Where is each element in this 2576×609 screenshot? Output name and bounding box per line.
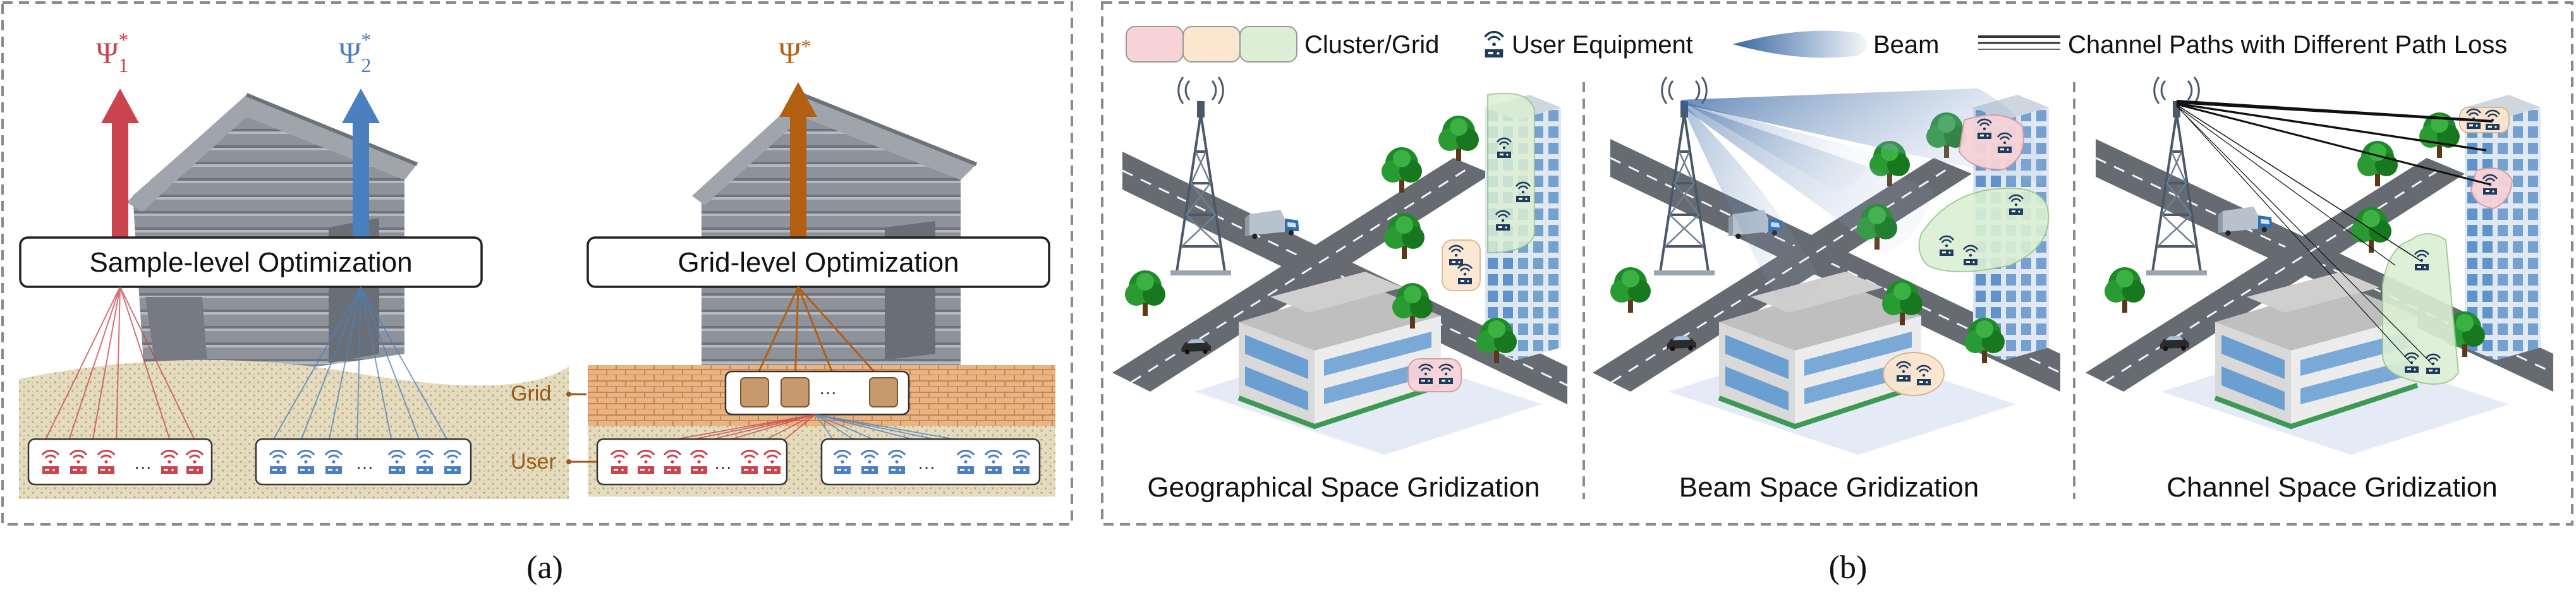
cluster-pink (1407, 358, 1462, 392)
user-group-red-left (27, 438, 213, 486)
arrow-psi2 (342, 88, 380, 246)
links-red-left (44, 286, 197, 443)
user-label-dot (566, 459, 571, 464)
user-label: User (511, 450, 556, 474)
legend-ue-label: User Equipment (1512, 31, 1693, 59)
legend-ue-icon (1484, 30, 1504, 59)
legend-cluster-peach (1182, 26, 1241, 63)
house-right (692, 93, 978, 366)
legend: Cluster/Grid User Equipment Beam Channel… (1126, 26, 2507, 63)
legend-cluster-green (1239, 26, 1297, 63)
psi-star-label: Ψ* (779, 35, 811, 70)
grid-level-box (586, 236, 1050, 288)
beam-3 (1681, 102, 1820, 298)
dots-blue-right: ··· (918, 457, 935, 476)
links-blue-left (271, 286, 449, 443)
sample-level-label: Sample-level Optimization (89, 247, 412, 278)
grid-cell (781, 377, 810, 407)
scene-title-beam: Beam Space Gridization (1679, 472, 1979, 503)
scene-beam: Beam Space Gridization (1593, 76, 2061, 503)
grid-label-dot (566, 392, 571, 397)
cluster-green (1487, 92, 1535, 254)
cluster-pink-beam (1958, 114, 2024, 171)
sample-level-box (19, 236, 483, 288)
panel-a-frame (1, 1, 1073, 526)
psi1-label: Ψ1* (96, 28, 128, 76)
scene-channel: Channel Space Gridization (2086, 76, 2554, 503)
grid-level-diagram: Ψ* Grid-level Optimization ··· (511, 35, 1055, 497)
legend-beam-icon (1733, 30, 1868, 58)
legend-beam-label: Beam (1873, 31, 1940, 59)
arrow-psi1 (101, 88, 139, 246)
grid-level-label: Grid-level Optimization (677, 247, 959, 278)
user-group-red-right (596, 438, 788, 486)
arrow-psi-star (779, 82, 817, 253)
dots-red-right: ··· (714, 457, 732, 476)
scene-title-channel: Channel Space Gridization (2166, 472, 2497, 503)
sample-level-diagram: Ψ1* Ψ2* Sample-level Optimization (19, 28, 569, 499)
panel-a: Ψ1* Ψ2* Sample-level Optimization (1, 1, 1073, 586)
legend-cluster-pink (1126, 26, 1184, 63)
grid-label: Grid (511, 382, 551, 406)
scene-title-geographical: Geographical Space Gridization (1147, 472, 1540, 503)
caption-b: (b) (1829, 550, 1868, 586)
psi2-label: Ψ2* (339, 28, 371, 76)
channel-paths (2176, 100, 2493, 366)
scene-geographical: Geographical Space Gridization (1112, 76, 1568, 503)
dots-blue-left: ··· (356, 457, 374, 476)
beam-4 (1681, 101, 1871, 190)
grid-cell (740, 377, 769, 407)
beam-2 (1681, 102, 1934, 253)
panel-b-frame (1101, 1, 2573, 526)
legend-channel-label: Channel Paths with Different Path Loss (2068, 31, 2507, 59)
beam-1 (1681, 88, 2042, 183)
caption-a: (a) (526, 550, 563, 586)
panel-b: Cluster/Grid User Equipment Beam Channel… (1101, 1, 2573, 586)
cluster-green-channel (2382, 233, 2460, 385)
legend-channel-icon (1978, 35, 2060, 50)
links-brown (753, 286, 885, 383)
dots-red-left: ··· (134, 457, 152, 476)
grid-cell (869, 377, 898, 407)
cluster-peach-beam (1883, 352, 1945, 396)
legend-cluster-label: Cluster/Grid (1304, 31, 1439, 59)
grid-dots: ··· (819, 382, 837, 402)
